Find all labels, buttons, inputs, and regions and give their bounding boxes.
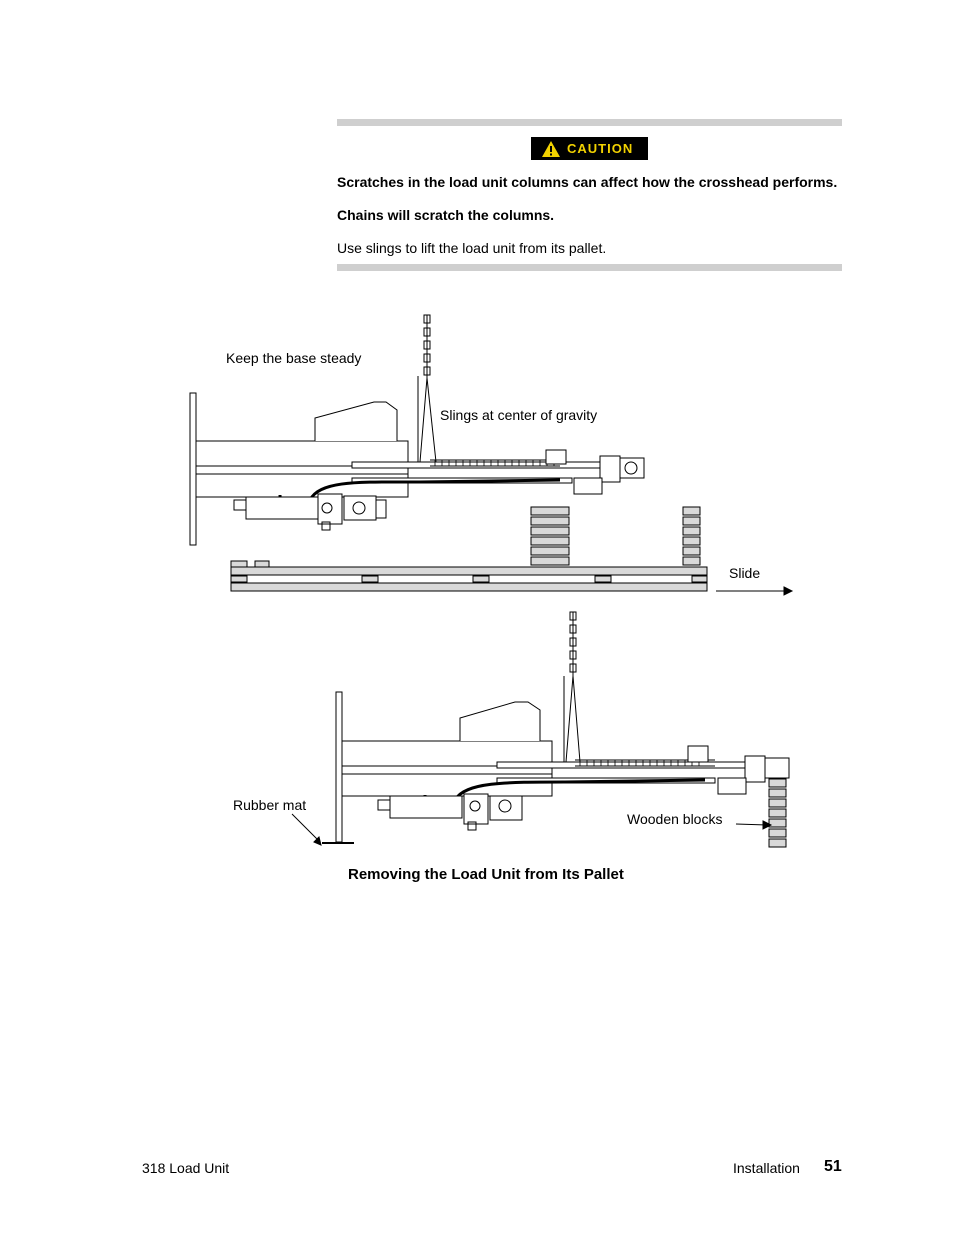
base-plate-upper [189, 392, 197, 546]
caution-line-1: Scratches in the load unit columns can a… [337, 174, 838, 190]
caution-line-3: Use slings to lift the load unit from it… [337, 240, 607, 256]
callout-slide: Slide [729, 565, 761, 581]
page-number: 51 [824, 1158, 842, 1175]
callout-keep-base-steady: Keep the base steady [226, 350, 362, 366]
caution-badge: CAUTION [531, 137, 648, 160]
caution-top-rule [337, 119, 842, 126]
footer-manual-title: 318 Load Unit [142, 1160, 230, 1176]
base-plate-lower [335, 691, 343, 843]
warning-icon [542, 140, 560, 157]
load-unit-figure [189, 314, 794, 848]
caution-label: CAUTION [567, 141, 634, 156]
caution-line-2: Chains will scratch the columns. [337, 207, 555, 223]
figure-caption: Removing the Load Unit from Its Pallet [348, 866, 624, 883]
footer-section: Installation [733, 1160, 800, 1176]
callout-rubber-mat: Rubber mat [233, 797, 307, 813]
callout-slings: Slings at center of gravity [440, 407, 598, 423]
caution-bottom-rule [337, 264, 842, 271]
callout-wooden-blocks: Wooden blocks [627, 811, 723, 827]
